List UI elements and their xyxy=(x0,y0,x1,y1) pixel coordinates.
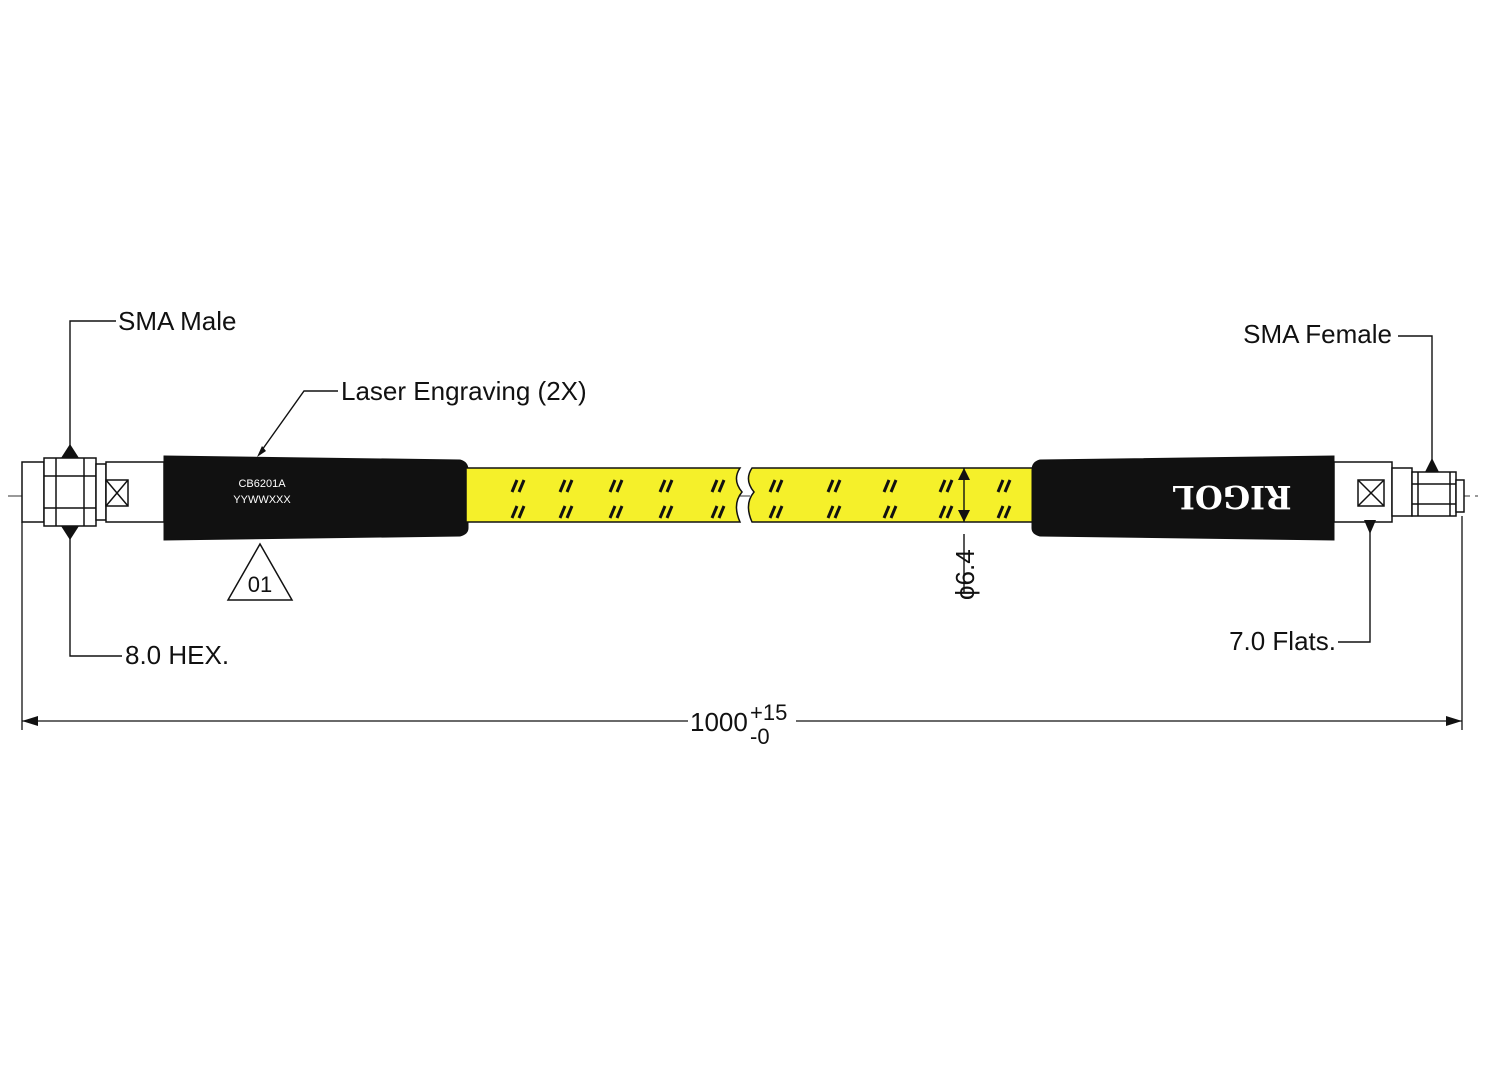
jacket-mark xyxy=(510,479,519,493)
left-boot: CB6201A YYWWXXX xyxy=(163,455,469,541)
jacket-mark xyxy=(889,479,898,493)
jacket-mark xyxy=(996,479,1005,493)
jacket-mark xyxy=(775,479,784,493)
male-coupling-ring xyxy=(21,461,45,523)
jacket-mark xyxy=(558,505,567,519)
hex-leader xyxy=(69,526,122,657)
jacket-mark xyxy=(558,479,567,493)
jacket-mark xyxy=(945,505,954,519)
jacket-mark xyxy=(768,479,777,493)
jacket-mark xyxy=(517,479,526,493)
right-boot: RIGOL xyxy=(1031,455,1335,541)
diameter-label: ϕ6.4 xyxy=(950,549,980,600)
jacket-mark xyxy=(710,479,719,493)
hex-label: 8.0 HEX. xyxy=(125,640,229,670)
jacket-mark xyxy=(665,505,674,519)
revision-number: 01 xyxy=(248,572,272,597)
jacket-mark xyxy=(658,505,667,519)
flats-arrowhead xyxy=(1364,520,1376,534)
jacket-mark xyxy=(833,505,842,519)
jacket-mark xyxy=(510,505,519,519)
jacket-mark xyxy=(833,479,842,493)
jacket-mark xyxy=(615,479,624,493)
jacket-mark xyxy=(938,505,947,519)
laser-arrowhead xyxy=(257,446,266,457)
jacket-mark xyxy=(938,479,947,493)
jacket-mark xyxy=(517,505,526,519)
jacket-mark xyxy=(826,479,835,493)
jacket-mark xyxy=(1003,479,1012,493)
jacket-mark xyxy=(565,479,574,493)
jacket-mark xyxy=(889,505,898,519)
sma-female-label: SMA Female xyxy=(1243,319,1392,349)
diameter-arrow-top xyxy=(958,468,970,480)
revision-triangle xyxy=(226,542,294,601)
hex-arrowhead xyxy=(61,526,79,540)
jacket-print-marks xyxy=(510,479,1012,519)
jacket-mark xyxy=(826,505,835,519)
engraving-line1: CB6201A xyxy=(238,478,286,490)
jacket-mark xyxy=(608,479,617,493)
jacket-mark xyxy=(882,479,891,493)
jacket-mark xyxy=(1003,505,1012,519)
sma-female-connector xyxy=(1333,461,1465,523)
cable-jacket-left xyxy=(465,467,743,523)
sma-male-leader xyxy=(69,320,116,458)
sma-male-connector xyxy=(21,457,165,527)
jacket-mark xyxy=(945,479,954,493)
jacket-mark xyxy=(658,479,667,493)
diameter-arrow-bottom xyxy=(958,510,970,522)
jacket-mark xyxy=(717,505,726,519)
jacket-mark xyxy=(768,505,777,519)
laser-leader xyxy=(261,390,338,451)
male-arrowhead xyxy=(61,444,79,458)
overall-length-dimension: 1000 +15 -0 xyxy=(21,516,1463,749)
length-tol-minus: -0 xyxy=(750,724,770,749)
hex-nut xyxy=(43,457,97,527)
leaders xyxy=(69,320,1433,657)
jacket-mark xyxy=(608,505,617,519)
sma-female-leader xyxy=(1398,335,1433,472)
length-value: 1000 xyxy=(690,707,748,737)
jacket-mark xyxy=(717,479,726,493)
cable-jacket-right xyxy=(747,467,1035,523)
jacket-mark xyxy=(882,505,891,519)
jacket-mark xyxy=(775,505,784,519)
sma-male-label: SMA Male xyxy=(118,306,237,336)
jacket-mark xyxy=(615,505,624,519)
jacket-mark xyxy=(996,505,1005,519)
jacket-mark xyxy=(710,505,719,519)
jacket-mark xyxy=(565,505,574,519)
rigol-logo: RIGOL xyxy=(1172,478,1291,516)
jacket-mark xyxy=(665,479,674,493)
female-arrowhead xyxy=(1425,458,1439,472)
length-tol-plus: +15 xyxy=(750,700,787,725)
engraving-line2: YYWWXXX xyxy=(233,494,291,506)
flats-leader xyxy=(1338,520,1371,643)
laser-engraving-label: Laser Engraving (2X) xyxy=(341,376,587,406)
flats-label: 7.0 Flats. xyxy=(1229,626,1336,656)
